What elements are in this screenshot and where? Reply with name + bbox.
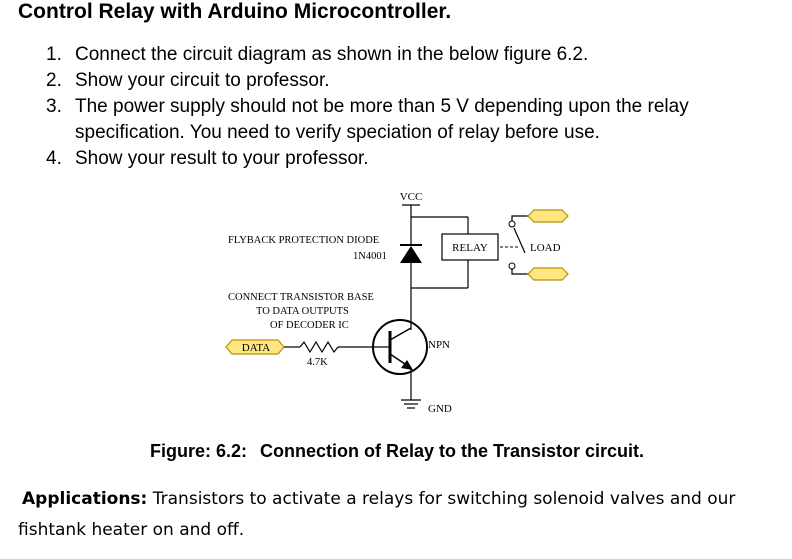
load-label: LOAD	[530, 242, 561, 254]
list-item-text: The power supply should not be more than…	[75, 96, 689, 143]
wire	[511, 215, 528, 221]
diode-part-label: 1N4001	[353, 251, 387, 262]
data-label: DATA	[242, 342, 271, 354]
list-item-text: Show your result to your professor.	[75, 148, 369, 169]
page-title: Control Relay with Arduino Microcontroll…	[18, 0, 452, 23]
switch-contact-bottom	[508, 262, 516, 270]
switch-blade	[513, 227, 526, 254]
figure-caption-label: Figure: 6.2:	[149, 441, 247, 461]
list-item: 2. Show your circuit to professor.	[46, 68, 786, 94]
instruction-list: 1. Connect the circuit diagram as shown …	[46, 42, 786, 172]
list-number: 1.	[46, 44, 62, 65]
list-item: 3. The power supply should not be more t…	[46, 94, 786, 146]
gnd-label: GND	[428, 403, 452, 415]
list-number: 3.	[46, 96, 62, 117]
relay-circuit-diagram: VCC FLYBACK PROTECTION DIODE 1N4001 RELA…	[225, 191, 569, 415]
transistor-body	[372, 319, 428, 375]
base-note-line3: OF DECODER IC	[270, 320, 349, 331]
list-item-text: Show your circuit to professor.	[75, 70, 330, 91]
list-number: 2.	[46, 70, 62, 91]
emitter-arrow	[401, 360, 413, 370]
resistor-label: 4.7K	[307, 357, 328, 368]
npn-label: NPN	[428, 339, 450, 351]
diode-title-label: FLYBACK PROTECTION DIODE	[228, 235, 379, 246]
transistor-collector	[389, 327, 412, 341]
diode-symbol	[400, 246, 422, 263]
list-number: 4.	[46, 148, 62, 169]
relay-box	[441, 233, 499, 261]
list-item: 4. Show your result to your professor.	[46, 146, 786, 172]
wire	[511, 269, 528, 275]
load-terminal-top	[527, 209, 569, 223]
resistor-symbol	[299, 340, 339, 354]
applications-lead: Applications:	[22, 489, 148, 509]
base-note-line2: TO DATA OUTPUTS	[256, 306, 349, 317]
applications-text: Transistors to activate a relays for swi…	[18, 489, 736, 540]
figure-caption-text: Connection of Relay to the Transistor ci…	[259, 441, 645, 461]
list-item-text: Connect the circuit diagram as shown in …	[75, 44, 589, 65]
list-item: 1. Connect the circuit diagram as shown …	[46, 42, 786, 68]
switch-contact-top	[508, 220, 516, 228]
relay-label: RELAY	[452, 242, 488, 254]
load-terminal-bottom	[527, 267, 569, 281]
figure-caption: Figure: 6.2: Connection of Relay to the …	[0, 441, 792, 462]
applications-paragraph: Applications: Transistors to activate a …	[18, 484, 778, 546]
base-note-line1: CONNECT TRANSISTOR BASE	[228, 292, 374, 303]
vcc-label: VCC	[400, 191, 423, 203]
